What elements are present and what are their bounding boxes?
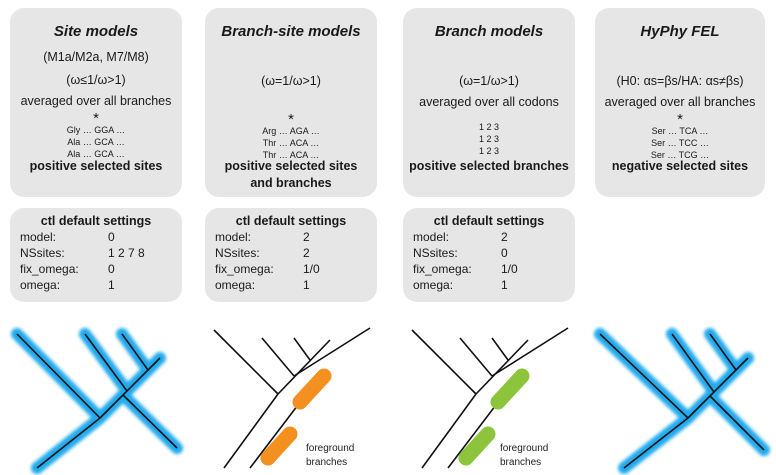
ctl-row: fix_omega: 1/0: [215, 261, 367, 277]
ctl-row: NSsites: 1 2 7 8: [20, 245, 172, 261]
foreground-branch-highlight: [260, 368, 332, 466]
alignment-row: Thr … ACA …: [262, 138, 320, 148]
branch-site-models-box: Branch-site models (ω=1/ω>1) * Arg … AGA…: [205, 8, 377, 197]
ctl-row: NSsites: 2: [215, 245, 367, 261]
tree-branches: [599, 333, 765, 469]
model-result-line: and branches: [250, 176, 332, 190]
ctl-key: omega:: [20, 278, 61, 292]
ctl-row: omega: 1: [413, 277, 565, 293]
ctl-key: model:: [413, 230, 450, 244]
ctl-row: model: 0: [20, 229, 172, 245]
model-result-line: positive selected sites: [29, 159, 163, 173]
tree-branch-models: foreground branches: [411, 327, 569, 469]
foreground-branch-highlight: [458, 368, 530, 466]
tree-hyphy-fel: [594, 328, 770, 474]
model-result-line: positive selected sites: [224, 159, 358, 173]
ctl-value: 1: [501, 278, 508, 292]
site-models-box: Site models (M1a/M2a, M7/M8) (ω≤1/ω>1) a…: [10, 8, 182, 197]
alignment-row: 1 2 3: [478, 146, 500, 156]
model-line: (M1a/M2a, M7/M8): [43, 50, 149, 64]
foreground-label: branches: [306, 457, 347, 468]
model-title: HyPhy FEL: [640, 23, 720, 40]
model-title: Branch models: [434, 23, 544, 40]
model-result: negative selected sites: [595, 158, 765, 175]
ctl-value: 0: [108, 262, 115, 276]
tree-glow: [11, 328, 183, 474]
ctl-key: fix_omega:: [215, 262, 274, 276]
ctl-value: 2: [303, 230, 310, 244]
tree-branches: [213, 327, 371, 469]
ctl-value: 1: [108, 278, 115, 292]
ctl-key: model:: [215, 230, 252, 244]
ctl-row: fix_omega: 0: [20, 261, 172, 277]
ctl-row: NSsites: 0: [413, 245, 565, 261]
ctl-key: NSsites:: [413, 246, 458, 260]
ctl-settings-box: ctl default settings model: 2 NSsites: 2 f…: [205, 208, 377, 302]
ctl-row: model: 2: [215, 229, 367, 245]
ctl-value: 2: [501, 230, 508, 244]
alignment-row: Arg … AGA …: [262, 126, 320, 136]
model-line: averaged over all codons: [419, 95, 559, 109]
ctl-value: 0: [108, 230, 115, 244]
ctl-row: omega: 1: [20, 277, 172, 293]
alignment-row: 1 2 3: [478, 134, 500, 144]
ctl-key: model:: [20, 230, 57, 244]
foreground-label: foreground: [306, 443, 354, 454]
model-line: (ω=1/ω>1): [261, 74, 321, 88]
alignment-row: Gly … GGA …: [66, 125, 126, 135]
ctl-value: 1 2 7 8: [108, 246, 145, 260]
ctl-key: fix_omega:: [413, 262, 472, 276]
ctl-key: omega:: [413, 278, 454, 292]
model-title: Branch-site models: [221, 23, 361, 40]
ctl-title: ctl default settings: [40, 214, 152, 228]
ctl-value: 1: [303, 278, 310, 292]
model-line: (H0: αs=βs/HA: αs≠βs): [616, 74, 744, 88]
foreground-label: branches: [500, 457, 541, 468]
ctl-settings-box: ctl default settings model: 0 NSsites: 1 2…: [10, 208, 182, 302]
ctl-row: omega: 1: [215, 277, 367, 293]
model-result: positive selected sites and branches: [205, 158, 377, 192]
ctl-key: omega:: [215, 278, 256, 292]
foreground-label: foreground: [500, 443, 548, 454]
tree-branches: [411, 327, 569, 469]
tree-branches: [16, 333, 178, 469]
ctl-value: 1/0: [303, 262, 320, 276]
model-result: positive selected sites: [10, 158, 182, 175]
model-line: averaged over all branches: [20, 94, 172, 108]
ctl-value: 0: [501, 246, 508, 260]
ctl-title: ctl default settings: [235, 214, 347, 228]
alignment-row: Ser … TCG …: [650, 150, 710, 160]
hyphy-fel-box: HyPhy FEL (H0: αs=βs/HA: αs≠βs) averaged…: [595, 8, 765, 197]
model-result-line: negative selected sites: [611, 159, 749, 173]
model-line: (ω=1/ω>1): [459, 74, 519, 88]
model-line: (ω≤1/ω>1): [66, 73, 126, 87]
alignment-row: Ser … TCA …: [651, 126, 709, 136]
ctl-row: fix_omega: 1/0: [413, 261, 565, 277]
tree-site-models: [11, 328, 183, 474]
asterisk-mark: *: [93, 110, 99, 127]
model-result: positive selected branches: [403, 158, 575, 175]
alignment-row: Ser … TCC …: [651, 138, 709, 148]
alignment-row: 1 2 3: [478, 122, 500, 132]
ctl-value: 2: [303, 246, 310, 260]
ctl-row: model: 2: [413, 229, 565, 245]
ctl-value: 1/0: [501, 262, 518, 276]
branch-models-box: Branch models (ω=1/ω>1) averaged over al…: [403, 8, 575, 197]
tree-glow: [594, 328, 770, 474]
model-result-line: positive selected branches: [409, 159, 569, 173]
ctl-key: NSsites:: [20, 246, 65, 260]
ctl-title: ctl default settings: [433, 214, 545, 228]
alignment-row: Ala … GCA …: [67, 149, 125, 159]
ctl-key: fix_omega:: [20, 262, 79, 276]
tree-branch-site-models: foreground branches: [213, 327, 371, 469]
ctl-key: NSsites:: [215, 246, 260, 260]
model-line: averaged over all branches: [604, 95, 756, 109]
asterisk-mark: *: [288, 111, 294, 128]
model-title: Site models: [53, 23, 139, 40]
alignment-row: Ala … GCA …: [67, 137, 125, 147]
asterisk-mark: *: [677, 111, 683, 128]
ctl-settings-box: ctl default settings model: 2 NSsites: 0 f…: [403, 208, 575, 302]
alignment-row: Thr … ACA …: [262, 150, 320, 160]
